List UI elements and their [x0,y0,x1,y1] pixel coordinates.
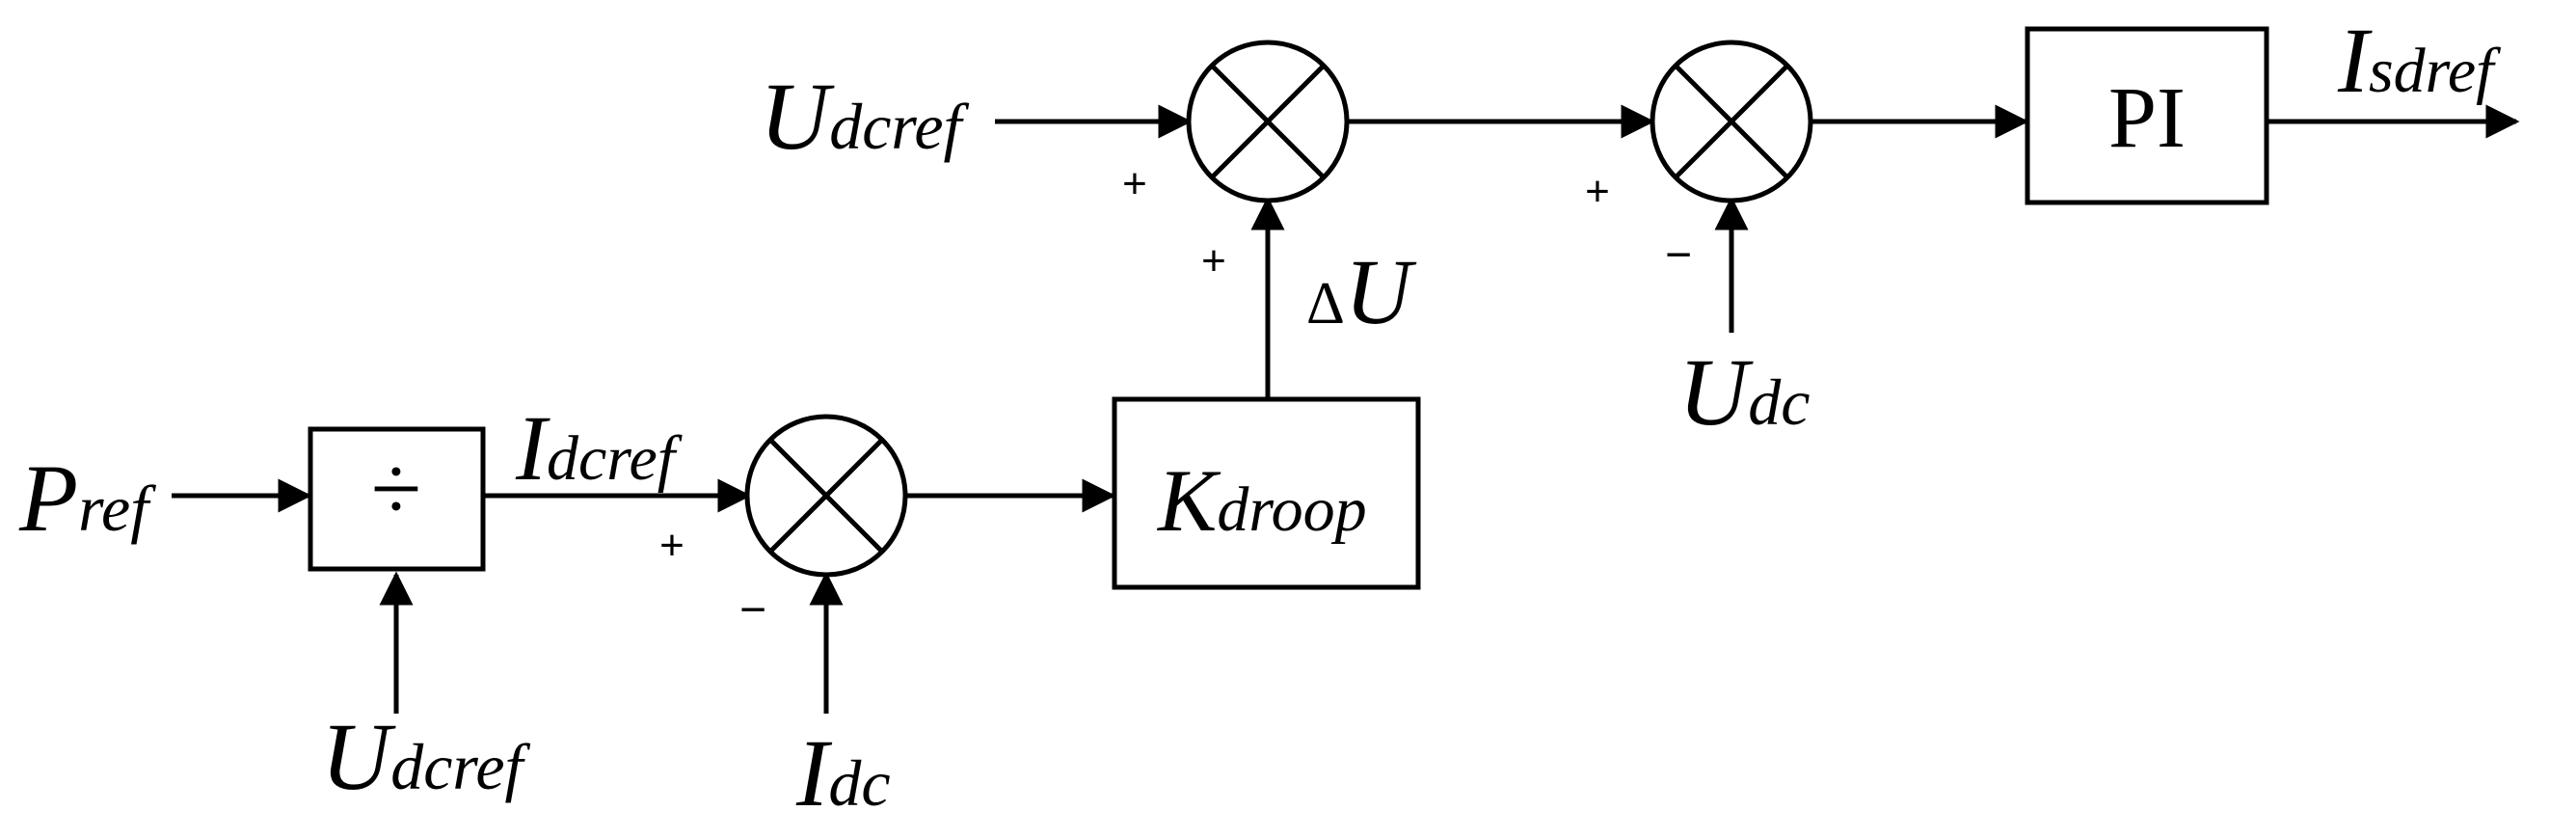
divider-symbol: ÷ [371,437,422,540]
label-u-dc: Udc [1678,338,1810,446]
summing-junction-3 [1650,40,1813,203]
label-i-sdref: Isdref [2337,9,2501,112]
summing-junction-1 [744,414,908,578]
label-u-dcref-top: Udcref [760,63,970,170]
pi-label: PI [2108,70,2186,166]
divider-block: ÷ [308,426,486,572]
label-u-dcref-bottom: Udcref [321,703,531,810]
label-i-dc: Idc [795,719,891,826]
sign-sum2-plus-left: + [1122,160,1147,207]
sign-sum1-plus: + [659,522,684,569]
sign-sum2-plus-bottom: + [1201,237,1226,284]
label-delta-u: ΔU [1306,240,1417,343]
k-droop-label: Kdroop [1156,451,1367,550]
summing-junction-2 [1186,40,1350,203]
sign-sum3-plus: + [1585,168,1610,215]
pi-block: PI [2025,26,2269,205]
label-i-dcref: Idcref [515,396,683,500]
label-p-ref: Pref [18,445,156,552]
sign-sum3-minus: − [1665,230,1692,281]
k-droop-block: Kdroop [1112,396,1421,590]
sign-sum1-minus: − [739,584,766,635]
